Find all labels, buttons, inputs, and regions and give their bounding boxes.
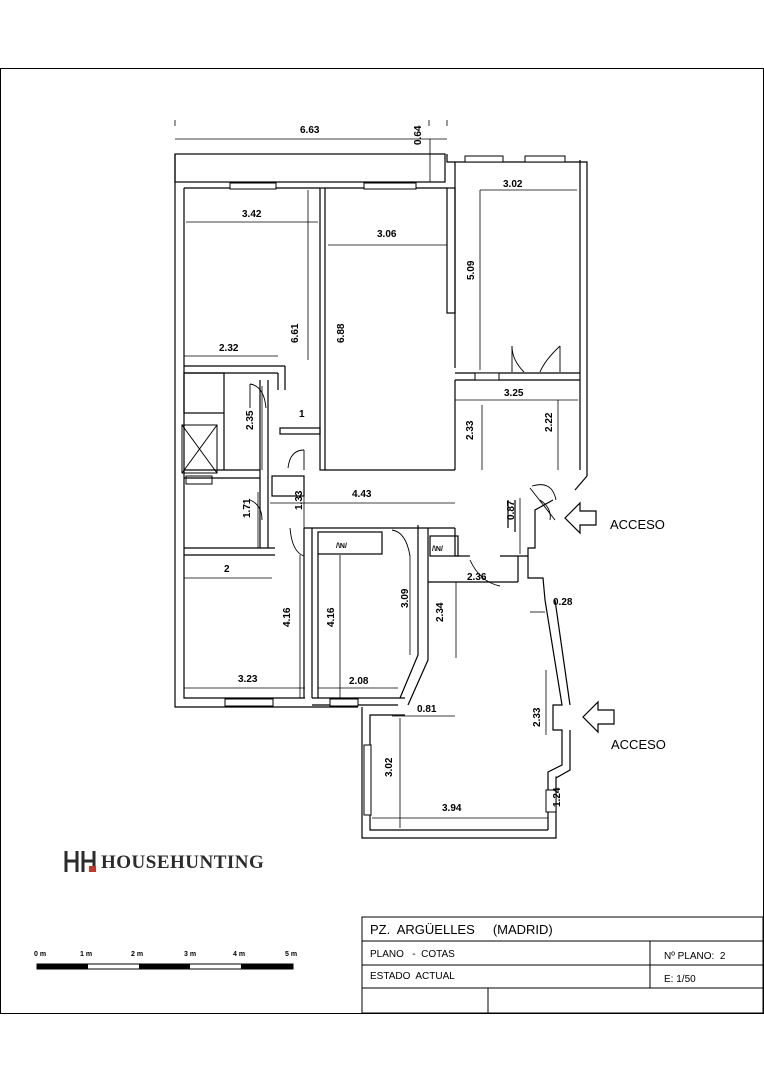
househunting-logo: HOUSEHUNTING	[64, 851, 264, 873]
scale-tick: 4 m	[233, 951, 245, 958]
access-label: ACCESO	[611, 737, 666, 752]
dim-label: 2	[224, 564, 230, 575]
access-arrows	[564, 501, 615, 734]
logo-text: HOUSEHUNTING	[101, 852, 264, 873]
dim-label: 3.09	[400, 588, 411, 608]
dim-label: 2.33	[532, 707, 543, 727]
access-label: ACCESO	[610, 517, 665, 532]
dim-label: 1.33	[294, 490, 305, 510]
dim-label: 2.34	[435, 602, 446, 622]
fixtures	[181, 424, 218, 485]
title-plan-type: PLANO - COTAS	[370, 949, 455, 960]
dim-label: 2.32	[219, 343, 239, 354]
dim-label: 3.06	[377, 229, 397, 240]
dimension-lines	[174, 120, 578, 828]
dim-label: 0.64	[413, 125, 424, 145]
dim-label: 3.42	[242, 209, 262, 220]
dim-label: 4.16	[282, 607, 293, 627]
scale-bar: 0 m 1 m 2 m 3 m 4 m 5 m	[34, 951, 297, 970]
dim-label: 1.71	[242, 498, 253, 518]
dimension-labels: 6.63 0.64 3.02 3.42 3.06 5.09 6.61 6.88 …	[219, 125, 573, 814]
dim-label: 3.23	[238, 674, 258, 685]
dim-label: 6.88	[336, 323, 347, 343]
dim-label: 2.08	[349, 676, 369, 687]
title-address: PZ. ARGÜELLES (MADRID)	[370, 922, 553, 937]
scale-tick: 0 m	[34, 951, 46, 958]
dim-label: 6.63	[300, 125, 320, 136]
dim-label: 6.61	[290, 323, 301, 343]
hh-logo-icon	[64, 851, 96, 872]
dim-label: 0.87	[506, 500, 517, 520]
scale-tick: 5 m	[285, 951, 297, 958]
dim-label: 3.02	[384, 757, 395, 777]
access-arrow-icon	[564, 501, 597, 535]
scale-tick: 3 m	[184, 951, 196, 958]
dim-label: 2.22	[544, 412, 555, 432]
dim-label: 3.94	[442, 803, 462, 814]
dim-label: 2.33	[465, 420, 476, 440]
scale-tick: 2 m	[131, 951, 143, 958]
dim-label: 1.24	[552, 787, 563, 807]
shaft-label: /\N/	[432, 546, 443, 553]
dim-label: 5.09	[466, 260, 477, 280]
dim-label: 2.35	[245, 410, 256, 430]
dim-label: 4.43	[352, 489, 372, 500]
title-state: ESTADO ACTUAL	[370, 971, 455, 982]
title-plan-number: Nº PLANO: 2	[664, 951, 726, 962]
title-scale: E: 1/50	[664, 974, 696, 985]
access-arrow-icon	[582, 700, 615, 734]
dim-label: 0.81	[417, 704, 437, 715]
dim-label: 1	[299, 409, 305, 420]
dim-label: 3.02	[503, 179, 523, 190]
walls	[174, 153, 588, 839]
windows	[224, 155, 566, 816]
shaft-label: /\N/	[336, 543, 347, 550]
dim-label: 0.28	[553, 597, 573, 608]
logo-accent	[89, 866, 96, 872]
title-block	[361, 916, 764, 1014]
dim-label: 2.36	[467, 572, 487, 583]
scale-tick: 1 m	[80, 951, 92, 958]
door-swings	[249, 345, 561, 587]
dim-label: 3.25	[504, 388, 524, 399]
dim-label: 4.16	[326, 607, 337, 627]
